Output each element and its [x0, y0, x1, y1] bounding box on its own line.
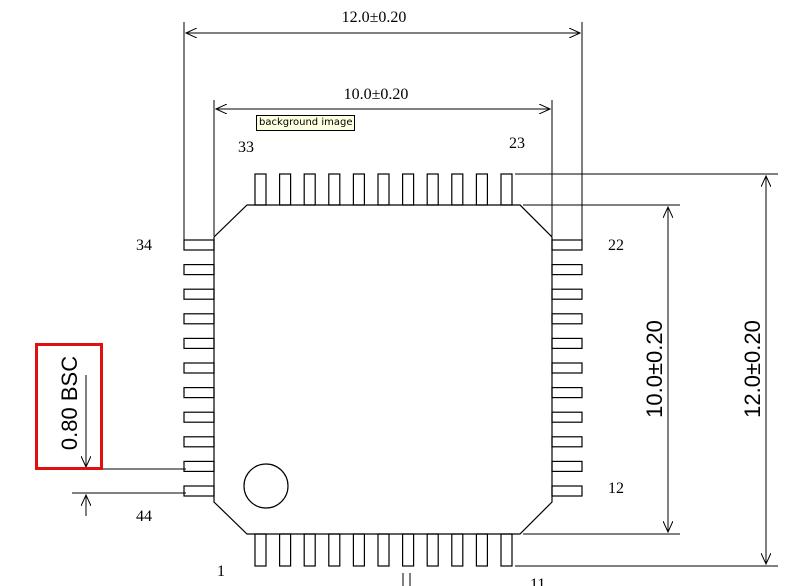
highlight-box: [35, 343, 103, 470]
lead-bottom: [279, 533, 292, 567]
lead-left: [183, 288, 215, 300]
lead-right: [551, 313, 583, 325]
lead-left: [183, 387, 215, 399]
lead-left: [183, 485, 215, 497]
pin-label-23: 23: [509, 135, 525, 152]
center-mark: [402, 573, 411, 586]
lead-right: [551, 288, 583, 300]
lead-right: [551, 362, 583, 374]
lead-top: [500, 173, 513, 206]
lead-top: [352, 173, 365, 206]
dim-inner-width: [213, 100, 553, 236]
dim-outer-height: [515, 173, 778, 567]
pin-label-34: 34: [136, 237, 152, 254]
lead-left: [183, 337, 215, 349]
dim-inner-height-label: 10.0±0.20: [642, 320, 667, 418]
lead-right: [551, 411, 583, 423]
leads-top: [254, 173, 513, 206]
lead-bottom: [377, 533, 390, 567]
lead-left: [183, 362, 215, 374]
lead-top: [451, 173, 464, 206]
lead-top: [402, 173, 415, 206]
lead-top: [328, 173, 341, 206]
chamfer-line: [519, 204, 553, 238]
lead-right: [551, 485, 583, 497]
lead-top: [254, 173, 267, 206]
lead-bottom: [475, 533, 488, 567]
lead-top: [475, 173, 488, 206]
pin-label-1: 1: [217, 563, 225, 580]
lead-right: [551, 264, 583, 276]
package-body: [213, 204, 553, 535]
tooltip: background image: [256, 115, 356, 131]
lead-bottom: [426, 533, 439, 567]
leads-right: [551, 239, 583, 497]
pin1-indicator-circle: [243, 463, 289, 509]
lead-bottom: [451, 533, 464, 567]
dim-pitch-label: 0.80 BSC: [57, 356, 82, 450]
lead-right: [551, 337, 583, 349]
lead-bottom: [402, 533, 415, 567]
lead-left: [183, 460, 215, 472]
pin-label-22: 22: [608, 237, 624, 254]
lead-top: [377, 173, 390, 206]
lead-left: [183, 436, 215, 448]
lead-top: [303, 173, 316, 206]
lead-left: [183, 239, 215, 251]
leads-left: [183, 239, 215, 497]
lead-left: [183, 411, 215, 423]
lead-bottom: [254, 533, 267, 567]
lead-bottom: [500, 533, 513, 567]
dim-inner-width-label: 10.0±0.20: [344, 86, 409, 103]
lead-left: [183, 264, 215, 276]
lead-right: [551, 460, 583, 472]
lead-right: [551, 387, 583, 399]
dim-outer-height-label: 12.0±0.20: [740, 320, 765, 418]
dim-inner-height: [523, 204, 680, 535]
dim-outer-width: [183, 22, 583, 243]
lead-bottom: [352, 533, 365, 567]
lead-left: [183, 313, 215, 325]
lead-right: [551, 436, 583, 448]
pin-label-33: 33: [238, 139, 254, 156]
lead-right: [551, 239, 583, 251]
leads-bottom: [254, 533, 513, 567]
pin-label-12: 12: [608, 480, 624, 497]
lead-top: [279, 173, 292, 206]
pin-label-11: 11: [530, 576, 545, 586]
lead-bottom: [303, 533, 316, 567]
dim-outer-width-label: 12.0±0.20: [342, 9, 407, 26]
lead-bottom: [328, 533, 341, 567]
pin-label-44: 44: [136, 508, 152, 525]
lead-top: [426, 173, 439, 206]
